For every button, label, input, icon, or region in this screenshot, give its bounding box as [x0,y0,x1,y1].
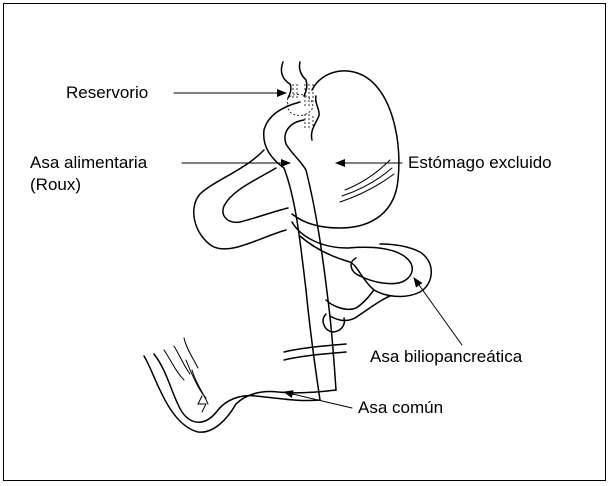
esophagus [281,62,306,100]
excluded-stomach [292,71,399,228]
anastomosis-marks [284,344,346,360]
label-estomago-excluido: Estómago excluido [408,153,552,172]
labels: Reservorio Asa alimentaria (Roux) Estóma… [30,83,552,417]
arrow-asa-biliopancreatica [414,278,462,345]
label-reservorio: Reservorio [66,83,148,102]
label-asa-biliopancreatica: Asa biliopancreática [370,347,523,366]
label-asa-comun: Asa común [358,398,443,417]
common-limb [144,338,336,432]
label-asa-alimentaria-roux: (Roux) [30,175,81,194]
roux-limb [264,102,336,400]
label-asa-alimentaria: Asa alimentaria [30,153,148,172]
biliopancreatic-limb [292,222,431,332]
upper-left-loop [194,150,288,249]
